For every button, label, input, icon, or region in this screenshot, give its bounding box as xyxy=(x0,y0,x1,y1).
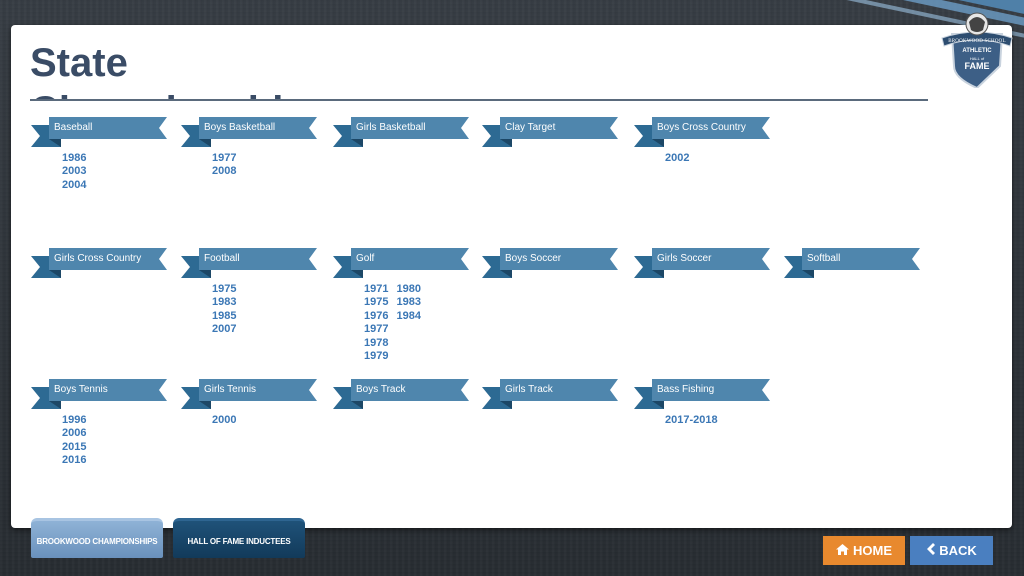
sport-name: Clay Target xyxy=(500,117,618,139)
championship-year: 1976 xyxy=(364,309,389,322)
championship-year: 1980 xyxy=(396,283,421,295)
sport-ribbon: Baseball xyxy=(31,117,171,147)
sport-ribbon: Boys Track xyxy=(333,379,473,409)
sport-ribbon: Boys Basketball xyxy=(181,117,321,147)
championship-year: 2017-2018 xyxy=(665,414,718,426)
sport-ribbon: Girls Cross Country xyxy=(31,248,171,278)
championship-year: 1971 xyxy=(364,283,389,295)
sport-name: Girls Basketball xyxy=(351,117,469,139)
sport-ribbon: Girls Track xyxy=(482,379,622,409)
sport-name: Girls Track xyxy=(500,379,618,401)
championship-year: 2016 xyxy=(62,454,87,467)
sport-name: Boys Cross Country xyxy=(652,117,770,139)
content-panel: State Championships Baseball 198620032004… xyxy=(11,25,1012,528)
sport-girls-cross-country: Girls Cross Country xyxy=(31,248,171,278)
sport-bass-fishing: Bass Fishing 2017-2018 xyxy=(634,379,774,426)
championship-year: 1977 xyxy=(364,323,389,336)
logo-school-text: BROOKWOOD SCHOOL xyxy=(948,39,1006,44)
championship-year: 2002 xyxy=(665,152,690,164)
sport-ribbon: Girls Soccer xyxy=(634,248,774,278)
sport-ribbon: Boys Tennis xyxy=(31,379,171,409)
sport-ribbon: Girls Tennis xyxy=(181,379,321,409)
sport-ribbon: Girls Basketball xyxy=(333,117,473,147)
championship-years: 2002 xyxy=(665,152,689,232)
back-button[interactable]: BACK xyxy=(910,536,993,565)
sport-boys-cross-country: Boys Cross Country 2002 xyxy=(634,117,774,164)
sport-boys-track: Boys Track xyxy=(333,379,473,409)
championship-year: 1985 xyxy=(212,309,237,322)
logo-fame-text: FAME xyxy=(964,61,990,71)
championship-year: 1983 xyxy=(212,296,237,309)
sport-name: Softball xyxy=(802,248,920,270)
championship-year: 2007 xyxy=(212,323,237,336)
championship-year: 1984 xyxy=(396,309,421,322)
sport-softball: Softball xyxy=(784,248,924,278)
shield-icon xyxy=(941,12,1013,90)
championship-year: 1979 xyxy=(364,349,389,362)
sport-ribbon: Clay Target xyxy=(482,117,622,147)
hall-of-fame-inductees-tab[interactable]: HALL OF FAME INDUCTEES xyxy=(173,518,305,558)
sport-ribbon: Football xyxy=(181,248,321,278)
logo-hallof-text: HALL of xyxy=(969,56,985,61)
championship-year: 2000 xyxy=(212,414,237,426)
home-button-label: HOME xyxy=(853,543,892,558)
championship-year: 1975 xyxy=(212,283,237,295)
sport-ribbon: Golf xyxy=(333,248,473,278)
sport-name: Girls Soccer xyxy=(652,248,770,270)
back-button-label: BACK xyxy=(939,543,977,558)
sport-name: Boys Basketball xyxy=(199,117,317,139)
sport-name: Baseball xyxy=(49,117,167,139)
sport-name: Football xyxy=(199,248,317,270)
sport-ribbon: Boys Cross Country xyxy=(634,117,774,147)
sport-name: Boys Track xyxy=(351,379,469,401)
sport-name: Bass Fishing xyxy=(652,379,770,401)
sport-clay-target: Clay Target xyxy=(482,117,622,147)
sport-girls-soccer: Girls Soccer xyxy=(634,248,774,278)
championship-years: 2000 xyxy=(212,414,236,494)
championship-year: 1986 xyxy=(62,152,87,164)
championship-year: 2008 xyxy=(212,165,237,178)
championship-year: 1983 xyxy=(396,296,421,309)
sport-girls-track: Girls Track xyxy=(482,379,622,409)
sport-ribbon: Bass Fishing xyxy=(634,379,774,409)
sport-girls-tennis: Girls Tennis 2000 xyxy=(181,379,321,426)
sport-name: Boys Soccer xyxy=(500,248,618,270)
championship-year: 2004 xyxy=(62,178,87,191)
title-divider xyxy=(30,99,928,101)
sport-name: Girls Cross Country xyxy=(49,248,167,270)
sport-ribbon: Boys Soccer xyxy=(482,248,622,278)
championship-year: 2006 xyxy=(62,427,87,440)
home-button[interactable]: HOME xyxy=(823,536,905,565)
championship-year: 2015 xyxy=(62,440,87,453)
chevron-left-icon xyxy=(926,536,936,565)
sport-ribbon: Softball xyxy=(784,248,924,278)
page-title: State Championships xyxy=(30,41,330,99)
sport-girls-basketball: Girls Basketball xyxy=(333,117,473,147)
hall-of-fame-logo: BROOKWOOD SCHOOL ATHLETIC HALL of FAME xyxy=(936,8,1018,90)
championship-year: 1975 xyxy=(364,296,389,309)
championship-year: 1977 xyxy=(212,152,237,164)
sport-boys-soccer: Boys Soccer xyxy=(482,248,622,278)
championship-year: 2003 xyxy=(62,165,87,178)
home-icon xyxy=(836,536,849,565)
sport-name: Golf xyxy=(351,248,469,270)
championship-year: 1978 xyxy=(364,336,389,349)
logo-athletic-text: ATHLETIC xyxy=(962,48,992,54)
sport-name: Boys Tennis xyxy=(49,379,167,401)
sport-name: Girls Tennis xyxy=(199,379,317,401)
championship-year: 1996 xyxy=(62,414,87,426)
championship-years: 2017-2018 xyxy=(665,414,718,494)
brookwood-championships-tab[interactable]: BROOKWOOD CHAMPIONSHIPS xyxy=(31,518,163,558)
